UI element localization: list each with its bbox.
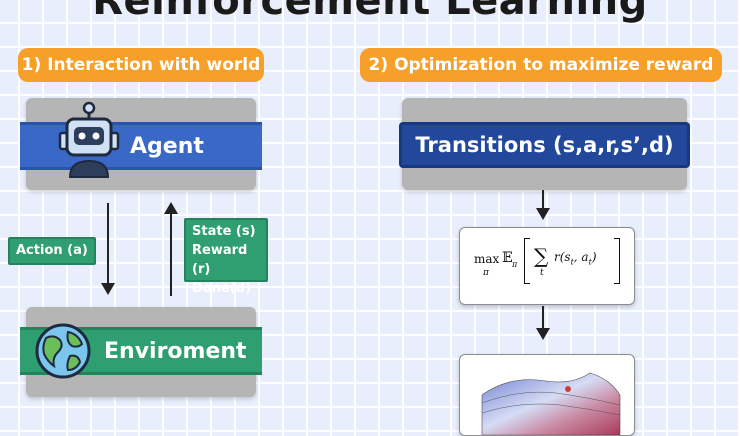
state-label: State (s) xyxy=(192,224,256,239)
loss-surface-icon xyxy=(481,372,621,435)
objective-formula: max π 𝔼 π ∑ t r(st, at) xyxy=(474,238,624,290)
formula-sigma: ∑ xyxy=(534,244,549,268)
environment-label: Enviroment xyxy=(104,338,247,364)
transitions-arrow-shaft xyxy=(542,190,544,210)
formula-expectation-sub: π xyxy=(512,260,518,269)
formula-max-sub: π xyxy=(483,268,489,278)
optimization-landscape-card xyxy=(459,354,635,436)
action-label: Action (a) xyxy=(8,237,96,265)
section-label-optimization: 2) Optimization to maximize reward xyxy=(360,48,722,82)
transitions-arrow-head xyxy=(536,208,550,220)
action-arrow-head xyxy=(101,283,115,295)
formula-arrow-shaft xyxy=(542,306,544,330)
objective-formula-card: max π 𝔼 π ∑ t r(st, at) xyxy=(459,227,635,305)
transitions-label: Transitions (s,a,r,s’,d) xyxy=(415,133,674,157)
environment-card: Enviroment xyxy=(20,307,262,397)
formula-left-bracket xyxy=(524,238,530,284)
formula-sigma-sub: t xyxy=(540,268,544,278)
transitions-card: Transitions (s,a,r,s’,d) xyxy=(399,98,690,190)
action-arrow-shaft xyxy=(107,203,109,287)
formula-reward: r(st, at) xyxy=(554,250,597,267)
formula-max: max xyxy=(474,252,500,266)
agent-band: Agent xyxy=(20,101,262,178)
page-title: Reinforcement Learning xyxy=(92,0,648,24)
reward-label: Reward (r) xyxy=(192,243,248,277)
agent-label: Agent xyxy=(130,133,204,159)
agent-card: Agent xyxy=(20,98,262,190)
formula-arrow-head xyxy=(536,328,550,340)
feedback-arrow-shaft xyxy=(170,212,172,296)
done-label: Done(d) xyxy=(192,281,251,296)
section-label-interaction: 1) Interaction with world xyxy=(18,48,264,82)
transitions-band: Transitions (s,a,r,s’,d) xyxy=(399,122,690,168)
formula-right-bracket xyxy=(614,238,620,284)
robot-icon xyxy=(54,101,124,185)
feedback-label: State (s) Reward (r) Done(d) xyxy=(184,218,268,296)
globe-icon xyxy=(34,322,92,380)
feedback-arrow-head xyxy=(164,202,178,214)
formula-expectation: 𝔼 xyxy=(502,250,513,266)
environment-band: Enviroment xyxy=(20,323,262,379)
